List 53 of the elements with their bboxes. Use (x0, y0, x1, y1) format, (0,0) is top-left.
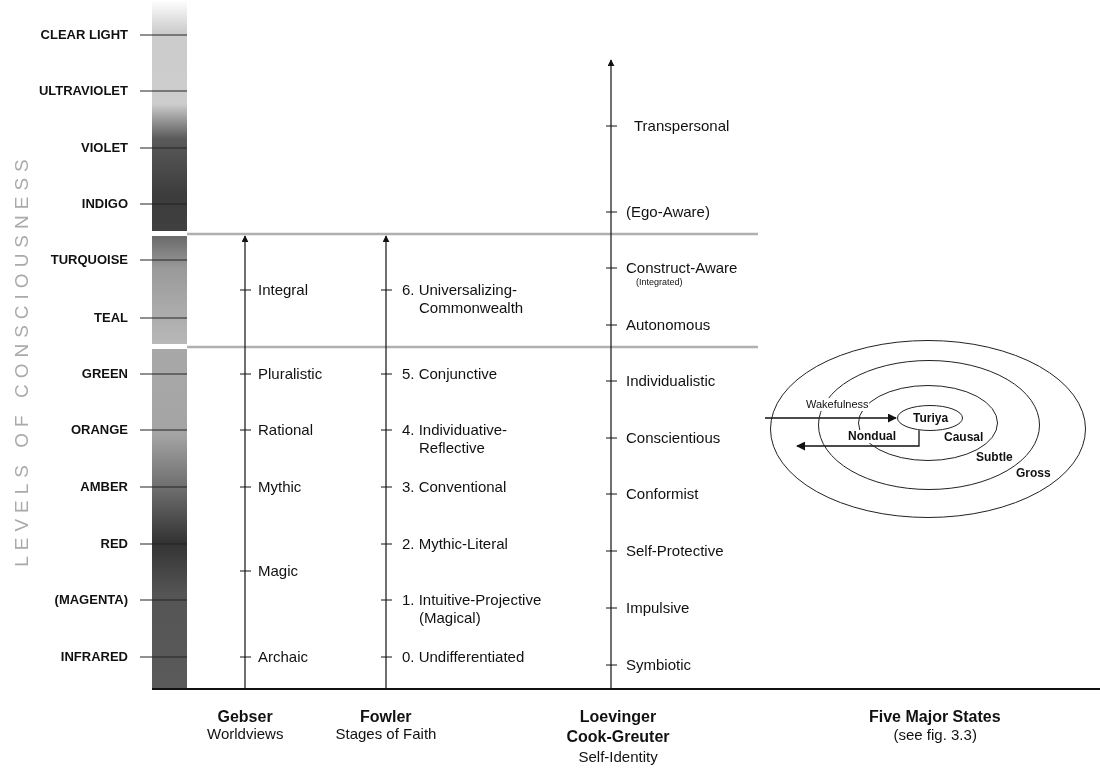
level-label: RED (100, 535, 128, 553)
stage-label: 1. Intuitive-Projective (Magical) (402, 591, 543, 627)
stage-label: Mythic (258, 478, 302, 496)
column-subtitle: Stages of Faith (335, 725, 437, 743)
level-label: (MAGENTA) (54, 591, 128, 609)
stage-label: 2. Mythic-Literal (402, 535, 508, 553)
state-label: Gross (1016, 466, 1051, 480)
stage-label: (Ego-Aware) (626, 203, 710, 221)
level-label: ORANGE (70, 421, 128, 439)
stage-label: Conformist (626, 485, 699, 503)
column-subtitle: Worldviews (207, 725, 284, 743)
level-label: INDIGO (81, 195, 128, 213)
stage-note: (Integrated) (636, 277, 683, 287)
level-label: ULTRAVIOLET (38, 82, 128, 100)
arrow (796, 429, 920, 451)
stage-label: 3. Conventional (402, 478, 507, 496)
stage-label: Conscientious (626, 429, 721, 447)
column-heading: Fowler (360, 707, 412, 727)
level-label: INFRARED (60, 648, 128, 666)
level-label: AMBER (80, 478, 128, 496)
stage-label: 5. Conjunctive (402, 365, 498, 383)
stage-label: 6. Universalizing-Commonwealth (402, 281, 525, 317)
level-label: CLEAR LIGHT (40, 26, 128, 44)
state-label: Turiya (913, 411, 949, 425)
stage-label: 4. Individuative-Reflective (402, 421, 509, 457)
level-label: VIOLET (81, 139, 128, 157)
arrow (764, 413, 897, 423)
stage-label: Magic (258, 562, 298, 580)
column-heading: Five Major States (869, 707, 1001, 727)
level-label: TURQUOISE (50, 251, 128, 269)
stage-label: Pluralistic (258, 365, 323, 383)
stage-label: Symbiotic (626, 656, 692, 674)
stage-label: Integral (258, 281, 309, 299)
column-heading: Loevinger Cook-Greuter (565, 707, 671, 747)
stage-label: Self-Protective (626, 542, 724, 560)
level-label: GREEN (81, 365, 128, 383)
level-label: TEAL (94, 309, 128, 327)
stage-label: Autonomous (626, 316, 711, 334)
column-subtitle: Self-Identity (578, 748, 658, 766)
edge-label: Nondual (848, 430, 896, 443)
state-label: Subtle (976, 450, 1013, 464)
stage-label: Transpersonal (634, 117, 730, 135)
edge-label: Wakefulness (806, 398, 869, 411)
stage-label: Archaic (258, 648, 309, 666)
axis-title: LEVELS OF CONSCIOUSNESS (10, 153, 33, 567)
stage-label: 0. Undifferentiated (402, 648, 525, 666)
column-heading: Gebser (217, 707, 273, 727)
column-subtitle: (see fig. 3.3) (893, 726, 977, 744)
stage-label: Construct-Aware (626, 259, 738, 277)
stage-label: Impulsive (626, 599, 690, 617)
stage-label: Rational (258, 421, 314, 439)
stage-label: Individualistic (626, 372, 716, 390)
state-label: Causal (944, 430, 984, 444)
